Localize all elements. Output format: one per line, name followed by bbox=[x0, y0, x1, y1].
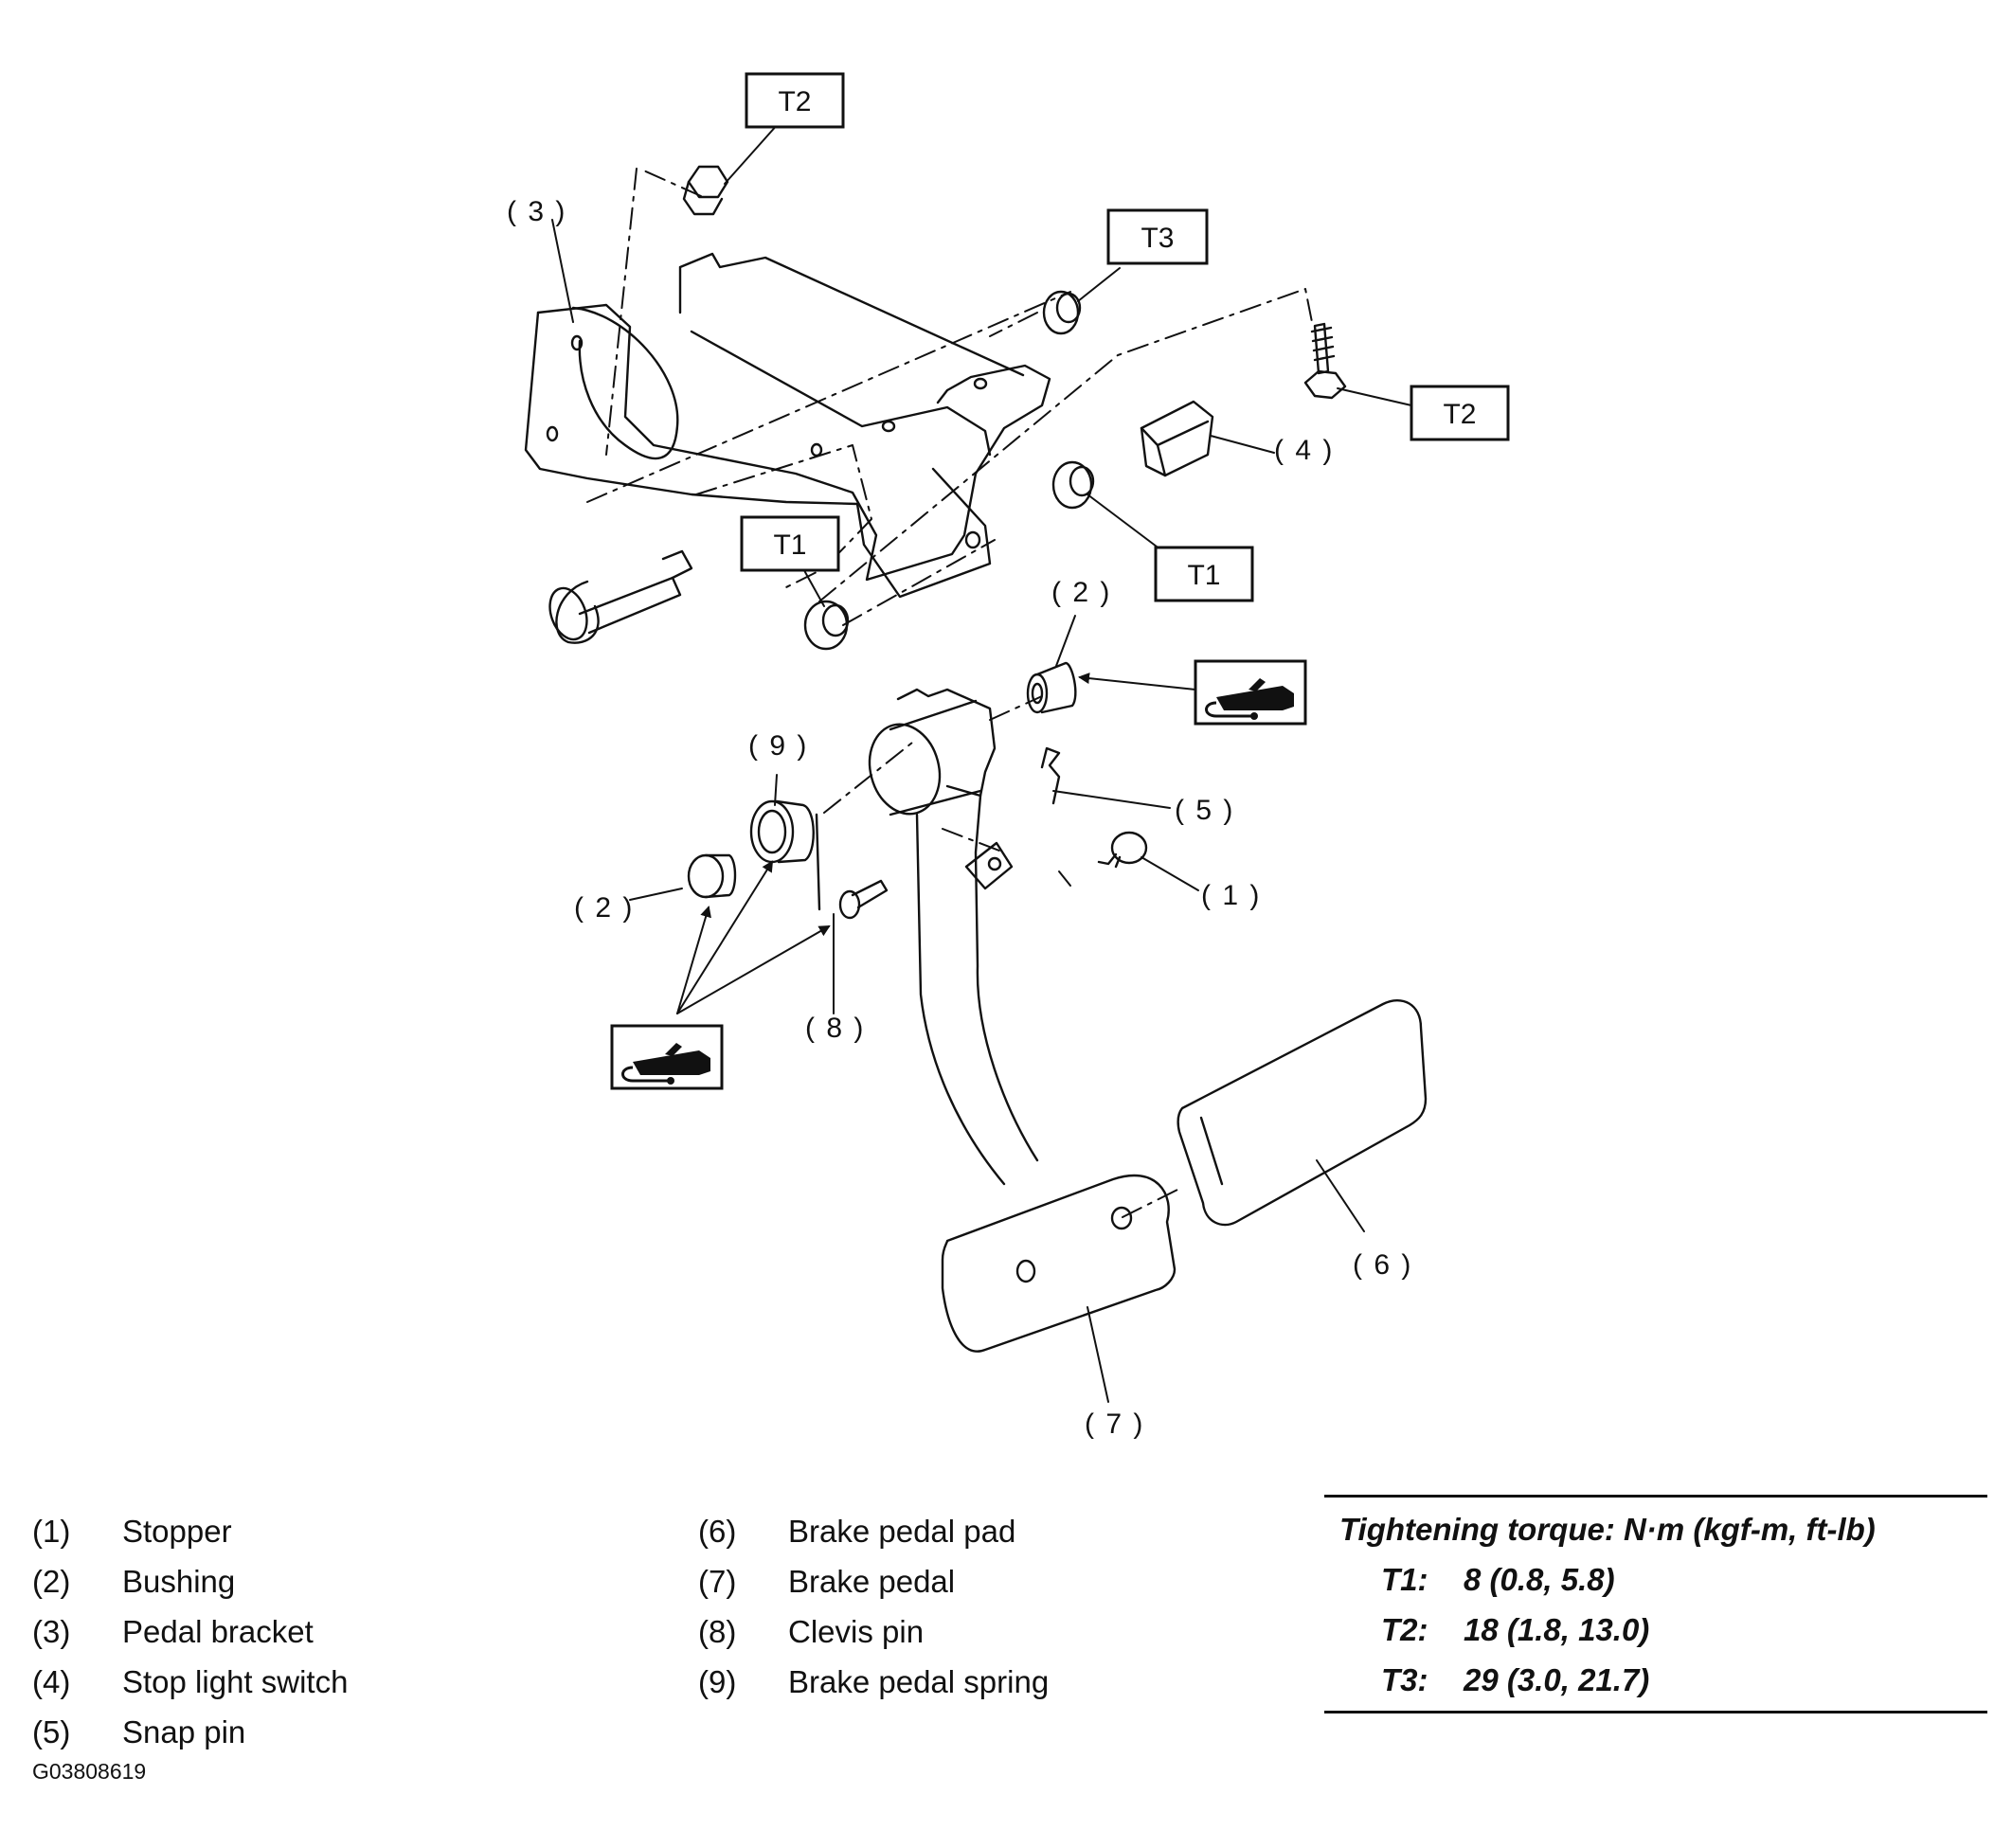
grease-gun-icon bbox=[1194, 659, 1307, 726]
svg-text:T2: T2 bbox=[778, 86, 811, 117]
bushing-upper bbox=[1026, 661, 1077, 714]
legend-item: (1)Stopper bbox=[32, 1514, 232, 1549]
callout-6: ( 6 ) bbox=[1353, 1249, 1412, 1281]
pedal-bracket bbox=[524, 252, 1051, 599]
bushing-lower bbox=[687, 853, 737, 899]
callout-5: ( 5 ) bbox=[1175, 795, 1234, 826]
parts-legend-middle: (6)Brake pedal pad (7)Brake pedal (8)Cle… bbox=[698, 1506, 1049, 1707]
callout-4: ( 4 ) bbox=[1274, 435, 1334, 466]
svg-text:T3: T3 bbox=[1141, 223, 1174, 254]
legend-item: (3)Pedal bracket bbox=[32, 1614, 314, 1649]
legend-item: (9)Brake pedal spring bbox=[698, 1664, 1050, 1699]
nut-t1-left bbox=[803, 600, 850, 651]
svg-text:T1: T1 bbox=[773, 529, 806, 561]
torque-tag-t1-left: T1 bbox=[740, 515, 840, 572]
pivot-bolt bbox=[548, 549, 693, 644]
figure-id: G03808619 bbox=[32, 1759, 147, 1784]
torque-table: Tightening torque: N·m (kgf-m, ft-lb) T1… bbox=[1324, 1495, 1987, 1713]
legend-item: (2)Bushing bbox=[32, 1564, 236, 1599]
callout-9: ( 9 ) bbox=[748, 730, 808, 762]
legend-item: (5)Snap pin bbox=[32, 1714, 246, 1749]
brake-pedal-pad bbox=[1177, 999, 1428, 1227]
torque-row: T2:18 (1.8, 13.0) bbox=[1381, 1612, 1650, 1647]
callout-2-upper: ( 2 ) bbox=[1051, 577, 1111, 608]
brake-pedal bbox=[868, 688, 1177, 1353]
legend-item: (4)Stop light switch bbox=[32, 1664, 349, 1699]
nut-t3 bbox=[1042, 290, 1082, 335]
callout-3: ( 3 ) bbox=[507, 196, 566, 227]
nut-t1-right bbox=[1051, 460, 1095, 510]
svg-text:T1: T1 bbox=[1187, 560, 1220, 591]
torque-row: T1:8 (0.8, 5.8) bbox=[1381, 1562, 1615, 1597]
stopper bbox=[1097, 831, 1148, 869]
callout-1: ( 1 ) bbox=[1201, 880, 1261, 911]
snap-pin bbox=[964, 746, 1061, 890]
stop-light-switch bbox=[1140, 400, 1214, 477]
torque-tag-t3: T3 bbox=[1106, 208, 1209, 265]
svg-text:T2: T2 bbox=[1443, 399, 1476, 430]
torque-tag-t2-right: T2 bbox=[1410, 385, 1510, 441]
flange-bolt-t2-right bbox=[1303, 322, 1347, 400]
callout-7: ( 7 ) bbox=[1085, 1408, 1144, 1440]
clevis-pin bbox=[838, 879, 889, 920]
torque-row: T3:29 (3.0, 21.7) bbox=[1381, 1662, 1650, 1697]
callout-8: ( 8 ) bbox=[805, 1013, 865, 1044]
brake-pedal-spring bbox=[749, 799, 821, 911]
callout-2-lower: ( 2 ) bbox=[574, 892, 634, 924]
torque-tag-t1-right: T1 bbox=[1154, 546, 1254, 602]
legend-item: (6)Brake pedal pad bbox=[698, 1514, 1016, 1549]
torque-tag-t2-top: T2 bbox=[745, 72, 845, 129]
legend-item: (8)Clevis pin bbox=[698, 1614, 925, 1649]
brake-pedal-exploded-diagram: T2 T3 T2 T1 T1 ( 3 ) ( 4 ) ( 2 ) ( 9 ) (… bbox=[507, 72, 1510, 1440]
torque-table-title: Tightening torque: N·m (kgf-m, ft-lb) bbox=[1339, 1512, 1876, 1547]
grease-gun-icon bbox=[610, 1024, 724, 1090]
parts-legend-left: (1)Stopper (2)Bushing (3)Pedal bracket (… bbox=[32, 1506, 348, 1757]
legend-item: (7)Brake pedal bbox=[698, 1564, 956, 1599]
